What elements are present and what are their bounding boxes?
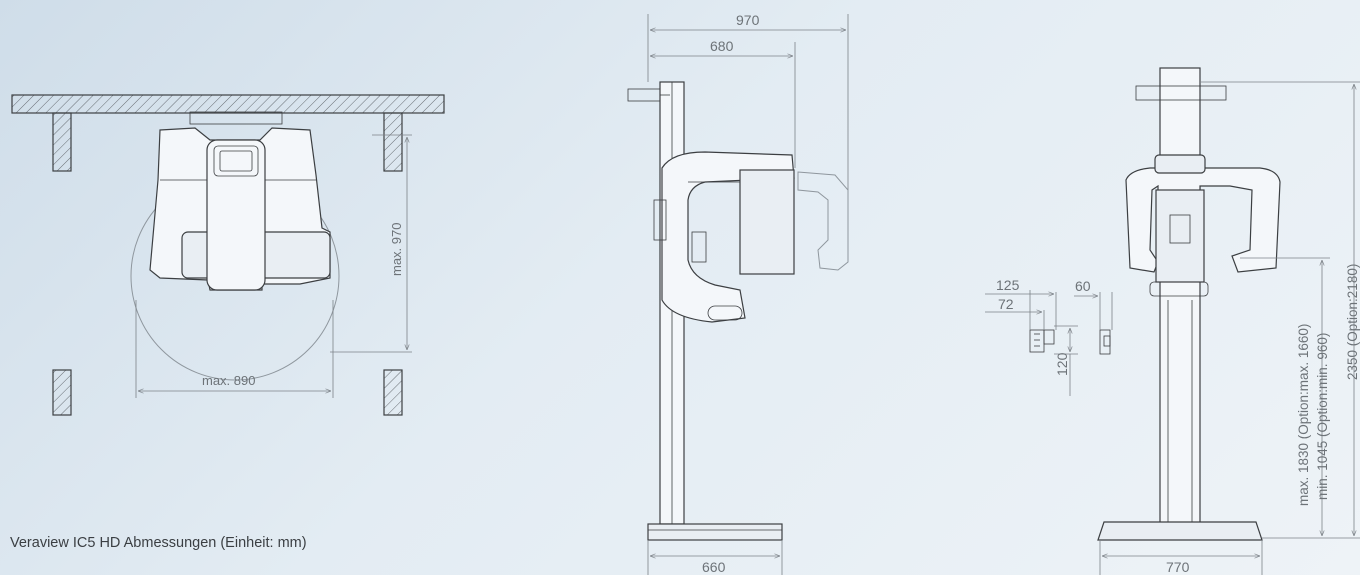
top-width-label: max. 890 <box>202 373 255 388</box>
remote-height: 120 <box>1054 352 1070 376</box>
caption: Veraview IC5 HD Abmessungen (Einheit: mm… <box>10 535 307 551</box>
unit-top-view <box>149 111 331 291</box>
side-base-depth: 660 <box>702 559 726 575</box>
side-column-depth: 680 <box>710 38 734 54</box>
pillar-bottom-right <box>383 369 403 416</box>
remote-width-side: 60 <box>1075 278 1091 294</box>
top-depth-label: max. 970 <box>389 223 404 276</box>
front-height-total: 2350 (Option:2180) <box>1345 264 1360 380</box>
side-view: 970 680 660 <box>627 12 849 575</box>
wall-bar <box>11 94 445 114</box>
front-height-max: max. 1830 (Option:max. 1660) <box>1296 324 1311 506</box>
front-view: 770 max. 1830 (Option:max. 1660) min. 10… <box>985 67 1360 575</box>
pillar-top-right <box>383 112 403 172</box>
side-overall-depth: 970 <box>736 12 760 28</box>
remote-width-outer: 125 <box>996 277 1020 293</box>
remote-width-inner: 72 <box>998 296 1014 312</box>
remote-control-detail: 125 72 60 120 <box>985 277 1113 396</box>
front-height-min: min. 1045 (Option:min. 960) <box>1315 333 1330 500</box>
unit-front-view <box>1125 154 1281 297</box>
top-view: max. 970 max. 890 <box>11 94 445 416</box>
pillar-bottom-left <box>52 369 72 416</box>
unit-side-view <box>653 151 849 323</box>
pillar-top-left <box>52 112 72 172</box>
front-base-width: 770 <box>1166 559 1190 575</box>
